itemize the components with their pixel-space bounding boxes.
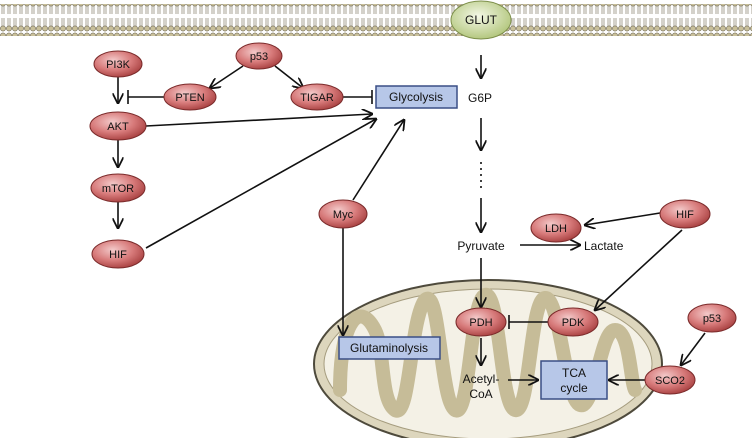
pdk-label: PDK [562, 317, 585, 329]
acetyl-coa-label-line2: CoA [469, 387, 492, 401]
node-mtor: mTOR [90, 173, 146, 203]
node-p53-right: p53 [687, 303, 737, 333]
node-hif-left: HIF [91, 239, 145, 269]
hif-left-label: HIF [109, 249, 127, 261]
node-pten: PTEN [163, 83, 217, 111]
box-tca-cycle: TCA cycle [540, 360, 608, 400]
pyruvate-label: Pyruvate [457, 239, 505, 253]
mtor-label: mTOR [102, 183, 134, 195]
node-p53-top: p53 [235, 42, 283, 70]
node-pdh: PDH [455, 307, 507, 337]
glutaminolysis-label: Glutaminolysis [350, 341, 428, 355]
cell-membrane [0, 4, 752, 36]
ldh-label: LDH [545, 223, 567, 235]
node-pi3k: PI3K [93, 50, 143, 78]
node-hif-right: HIF [659, 199, 711, 229]
pi3k-label: PI3K [106, 59, 131, 71]
acetyl-coa-label-line1: Acetyl- [463, 372, 500, 386]
box-glycolysis: Glycolysis [375, 85, 458, 109]
glut-transporter: GLUT [450, 0, 512, 40]
node-sco2: SCO2 [644, 365, 696, 395]
box-glutaminolysis: Glutaminolysis [338, 336, 441, 360]
pten-label: PTEN [175, 92, 204, 104]
glycolysis-label: Glycolysis [389, 90, 443, 104]
node-tigar: TIGAR [290, 83, 344, 111]
tca-label-line1: TCA [562, 366, 586, 380]
node-ldh: LDH [530, 213, 582, 243]
node-akt: AKT [89, 111, 147, 141]
akt-label: AKT [107, 121, 129, 133]
glut-label: GLUT [465, 13, 498, 27]
node-myc: Myc [318, 199, 368, 229]
myc-label: Myc [333, 209, 354, 221]
pathway-connectors [118, 55, 706, 380]
lactate-label: Lactate [584, 239, 624, 253]
tigar-label: TIGAR [300, 92, 334, 104]
hif-right-label: HIF [676, 209, 694, 221]
p53-right-label: p53 [703, 313, 721, 325]
tca-label-line2: cycle [560, 381, 588, 395]
pdh-label: PDH [469, 317, 492, 329]
node-pdk: PDK [547, 307, 599, 337]
p53-top-label: p53 [250, 51, 268, 63]
sco2-label: SCO2 [655, 375, 685, 387]
g6p-label: G6P [468, 91, 492, 105]
